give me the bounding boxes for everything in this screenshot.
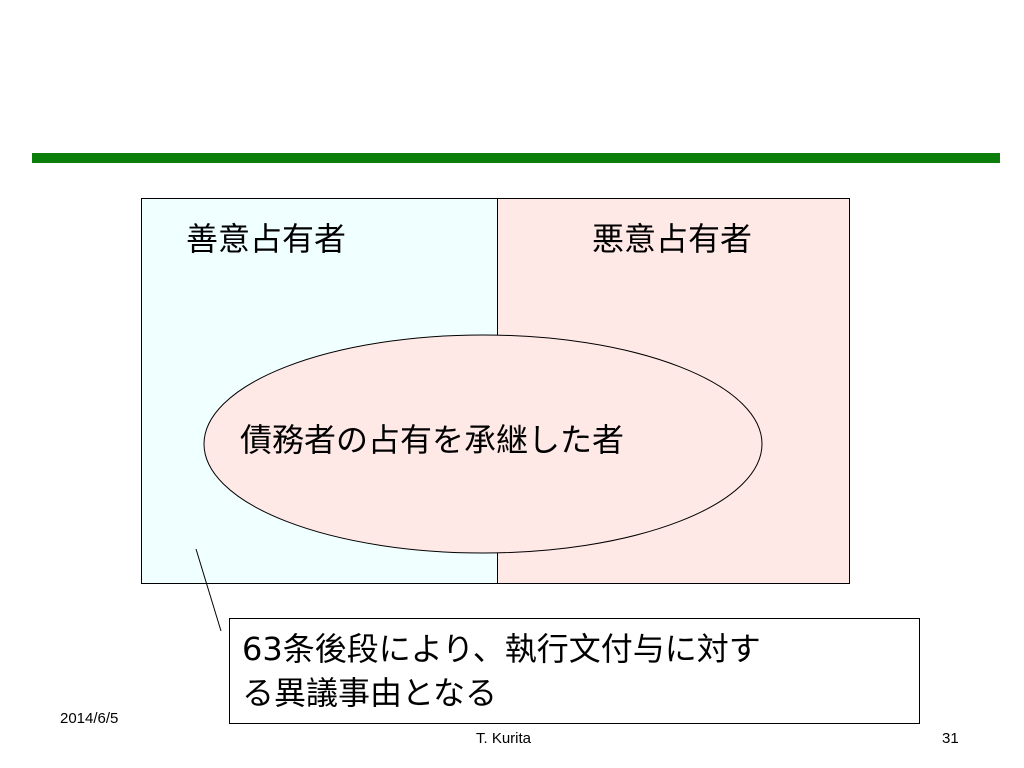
footer-date: 2014/6/5 bbox=[60, 710, 119, 727]
bad-faith-label: 悪意占有者 bbox=[592, 220, 753, 258]
diagram-frame: 善意占有者 悪意占有者 bbox=[141, 198, 850, 584]
good-faith-label: 善意占有者 bbox=[186, 220, 347, 258]
successor-label: 債務者の占有を承継した者 bbox=[240, 421, 625, 459]
footer-author: T. Kurita bbox=[476, 730, 532, 747]
good-faith-panel: 善意占有者 bbox=[142, 199, 497, 583]
title-accent-bar bbox=[32, 153, 1000, 163]
callout-text-line-2: る異議事由となる bbox=[242, 674, 498, 712]
bad-faith-panel: 悪意占有者 bbox=[497, 199, 849, 583]
callout-box: 63条後段により、執行文付与に対す る異議事由となる bbox=[229, 618, 920, 724]
footer-page-number: 31 bbox=[942, 730, 959, 747]
callout-text-line-1: 63条後段により、執行文付与に対す bbox=[242, 630, 761, 668]
